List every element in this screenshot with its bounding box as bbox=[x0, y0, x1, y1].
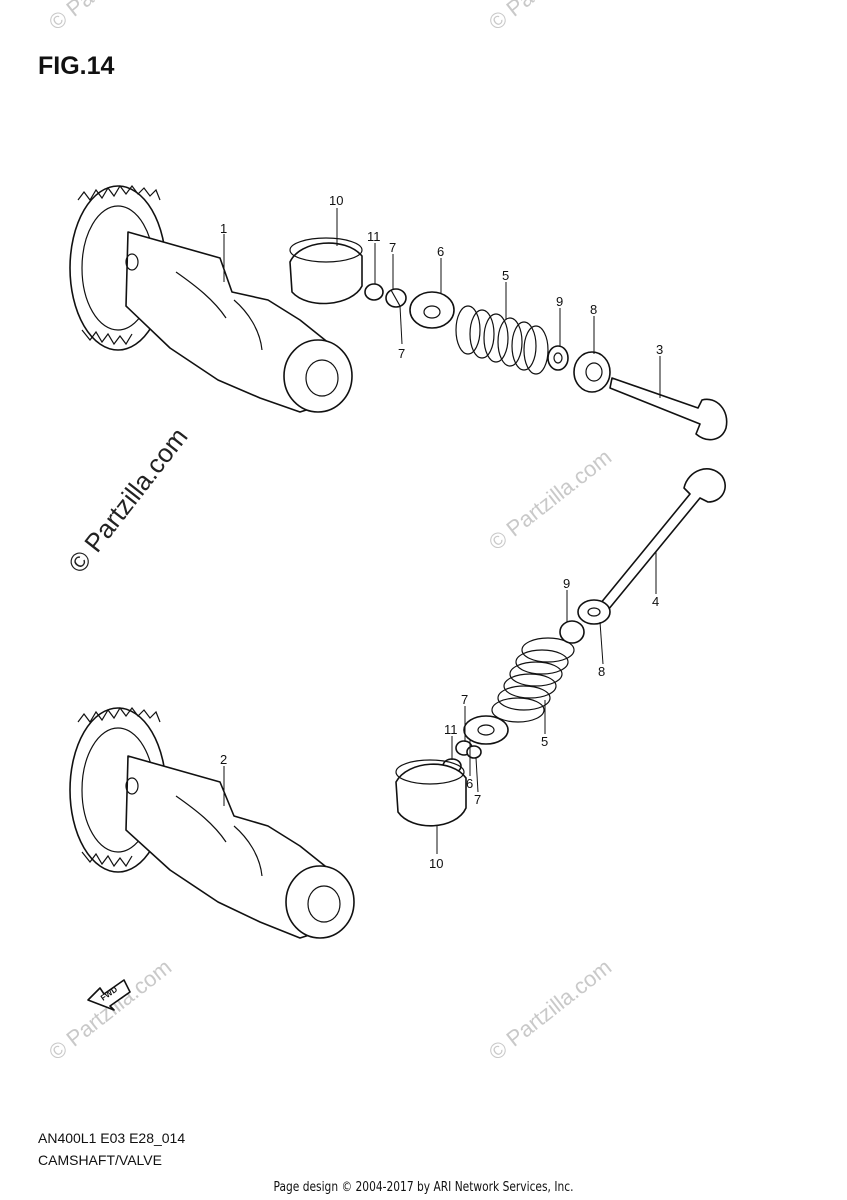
callout-valve-exhaust: 4 bbox=[652, 594, 659, 609]
tappet-lower[interactable] bbox=[395, 759, 467, 827]
camshaft-exhaust[interactable] bbox=[69, 706, 355, 939]
cotter-upper[interactable] bbox=[385, 288, 407, 308]
callout-shim-upper: 11 bbox=[367, 229, 381, 244]
camshaft-intake[interactable] bbox=[69, 184, 353, 413]
callout-valve-intake: 3 bbox=[656, 342, 663, 357]
callout-cotter-lower-a: 7 bbox=[461, 692, 468, 707]
callout-cotter-lower-b: 7 bbox=[474, 792, 481, 807]
callout-camshaft-intake: 1 bbox=[220, 221, 227, 236]
callout-retainer-upper: 6 bbox=[437, 244, 444, 259]
callout-spring-lower: 5 bbox=[541, 734, 548, 749]
callouts: 1 10 11 7 7 6 5 9 8 3 4 9 8 5 7 11 7 6 1… bbox=[220, 193, 663, 871]
callout-cotter-upper-b: 7 bbox=[398, 346, 405, 361]
valve-intake[interactable] bbox=[609, 377, 728, 441]
callout-seat-upper: 8 bbox=[590, 302, 597, 317]
model-code: AN400L1 E03 E28_014 bbox=[38, 1130, 186, 1146]
callout-tappet-lower: 10 bbox=[429, 856, 443, 871]
seat-lower[interactable] bbox=[577, 599, 611, 625]
callout-spring-upper: 5 bbox=[502, 268, 509, 283]
callout-camshaft-exhaust: 2 bbox=[220, 752, 227, 767]
oil-seal-upper[interactable] bbox=[547, 345, 569, 371]
shim-upper[interactable] bbox=[364, 283, 384, 301]
callout-shim-lower: 11 bbox=[444, 722, 458, 737]
spring-lower[interactable] bbox=[491, 637, 575, 723]
retainer-upper[interactable] bbox=[409, 291, 455, 329]
callout-cotter-upper-a: 7 bbox=[389, 240, 396, 255]
callout-oil-seal-upper: 9 bbox=[556, 294, 563, 309]
oil-seal-lower[interactable] bbox=[559, 620, 585, 644]
callout-oil-seal-lower: 9 bbox=[563, 576, 570, 591]
section-name: CAMSHAFT/VALVE bbox=[38, 1152, 162, 1168]
seat-upper[interactable] bbox=[573, 351, 611, 393]
callout-tappet-upper: 10 bbox=[329, 193, 343, 208]
fwd-arrow-icon: FWD bbox=[87, 979, 131, 1011]
spring-upper[interactable] bbox=[455, 305, 549, 375]
callout-seat-lower: 8 bbox=[598, 664, 605, 679]
valve-exhaust[interactable] bbox=[599, 468, 726, 611]
page-footer: Page design © 2004-2017 by ARI Network S… bbox=[273, 1180, 574, 1195]
retainer-lower[interactable] bbox=[463, 715, 509, 745]
callout-retainer-lower: 6 bbox=[466, 776, 473, 791]
tappet-upper[interactable] bbox=[289, 237, 363, 305]
leader-lines bbox=[223, 208, 661, 854]
figure-title: FIG.14 bbox=[38, 52, 115, 80]
